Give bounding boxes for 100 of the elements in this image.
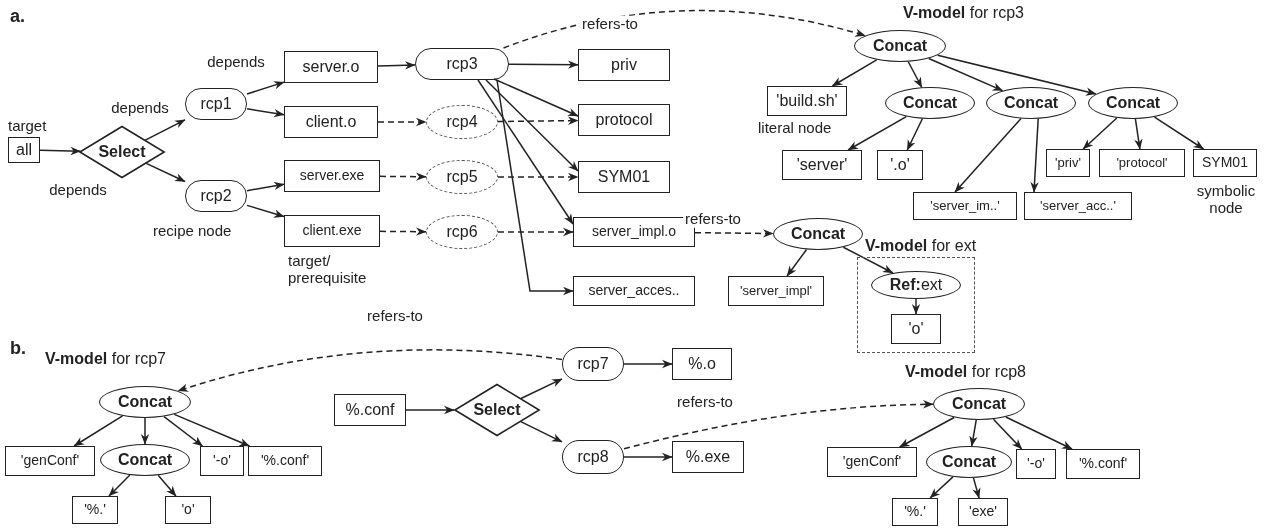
arrow xyxy=(786,248,808,277)
dashed-arrow xyxy=(502,9,866,49)
node-text: 'genConf' xyxy=(20,453,80,469)
arrow xyxy=(405,405,455,415)
node-text: Ref:ext xyxy=(889,276,943,294)
node-text: server_acces.. xyxy=(588,283,680,299)
node-text: Concat xyxy=(941,453,997,471)
arrow xyxy=(1153,116,1205,150)
arrow xyxy=(144,119,186,141)
text-box xyxy=(767,86,847,116)
annotation-text: target/ prerequisite xyxy=(288,252,368,287)
arrow xyxy=(847,115,908,151)
text-box xyxy=(958,498,1008,526)
node-text: Concat xyxy=(117,451,173,469)
text-box xyxy=(248,446,322,476)
dashed-arrow xyxy=(497,227,574,237)
text-box xyxy=(334,394,406,426)
text-box xyxy=(200,446,244,476)
node-text: 'exe' xyxy=(969,504,997,520)
node-text: Select xyxy=(473,401,521,419)
arrow xyxy=(246,181,285,192)
select-diamond xyxy=(79,126,165,178)
node-text: 'server_acc..' xyxy=(1040,198,1116,214)
text-box xyxy=(877,150,923,180)
node-text: rcp7 xyxy=(577,355,609,373)
arrow xyxy=(907,61,923,88)
node-text: Concat xyxy=(951,395,1007,413)
arrow xyxy=(906,118,924,151)
dashed-arrow xyxy=(379,172,427,181)
arrow xyxy=(108,474,131,497)
arrow xyxy=(969,419,978,447)
panel-letter: b. xyxy=(10,338,26,359)
text-box xyxy=(1066,449,1140,479)
arrow xyxy=(508,60,579,69)
arrow xyxy=(520,378,563,400)
node-text: %.conf xyxy=(345,401,395,419)
node-text: '%.' xyxy=(904,504,926,520)
node-text: 'server' xyxy=(796,156,848,174)
text-box xyxy=(578,161,670,193)
node-text: 'server_impl' xyxy=(739,283,813,299)
arrow xyxy=(992,418,1023,450)
text-box xyxy=(913,192,1017,220)
text-box xyxy=(782,150,862,180)
node-text: Concat xyxy=(117,393,173,411)
text-box xyxy=(672,348,732,380)
arrow xyxy=(39,146,82,156)
arrow xyxy=(73,415,124,447)
text-box xyxy=(728,276,824,306)
text-box xyxy=(165,496,211,524)
node-text: priv xyxy=(611,56,637,74)
arrow xyxy=(520,420,563,443)
text-box xyxy=(573,276,695,306)
node-text: server.o xyxy=(302,58,360,76)
node-text: rcp2 xyxy=(200,187,232,205)
arrow xyxy=(246,204,285,218)
node-text: rcp1 xyxy=(200,95,232,113)
annotation-text: target xyxy=(8,117,48,135)
node-text: 'build.sh' xyxy=(776,92,838,110)
node-text: 'o' xyxy=(908,320,924,338)
arrow xyxy=(623,359,673,369)
arrow xyxy=(163,415,204,447)
arrow xyxy=(477,79,574,225)
dashed-arrow xyxy=(377,117,427,127)
node-text: server.exe xyxy=(299,168,365,184)
node-text: '-o' xyxy=(213,453,231,469)
node-text: '%.conf' xyxy=(1078,456,1128,472)
arrow xyxy=(927,57,1004,92)
node-text: Concat xyxy=(872,37,928,55)
node-text: 'priv' xyxy=(1055,155,1081,171)
arrow xyxy=(173,413,251,447)
text-box xyxy=(672,441,744,473)
arrow xyxy=(936,54,1097,96)
arrow xyxy=(623,452,673,462)
text-box xyxy=(1024,192,1132,220)
node-text: 'protocol' xyxy=(1116,155,1168,171)
text-box xyxy=(284,106,378,138)
arrow xyxy=(1005,416,1073,450)
edge-label: depends xyxy=(47,181,109,199)
arrow xyxy=(377,61,416,70)
node-text: protocol xyxy=(595,111,653,129)
node-text: Select xyxy=(98,143,146,161)
text-box xyxy=(578,49,670,81)
node-text: %.exe xyxy=(685,448,731,466)
arrow xyxy=(485,79,579,172)
select-diamond xyxy=(454,384,540,436)
node-text: '%.conf' xyxy=(260,453,310,469)
arrow xyxy=(157,474,177,497)
dashed-arrow xyxy=(379,227,427,236)
text-box xyxy=(72,496,118,524)
text-box xyxy=(1046,149,1090,177)
node-text: '%.' xyxy=(84,502,106,518)
node-text: Concat xyxy=(1105,94,1161,112)
node-text: rcp8 xyxy=(577,448,609,466)
node-text: rcp5 xyxy=(446,168,478,186)
arrow xyxy=(911,298,921,315)
arrow xyxy=(1030,118,1039,193)
arrow xyxy=(929,476,954,499)
node-text: client.exe xyxy=(302,223,362,239)
node-text: SYM01 xyxy=(1202,155,1248,171)
annotation-text: symbolic node xyxy=(1195,182,1257,217)
